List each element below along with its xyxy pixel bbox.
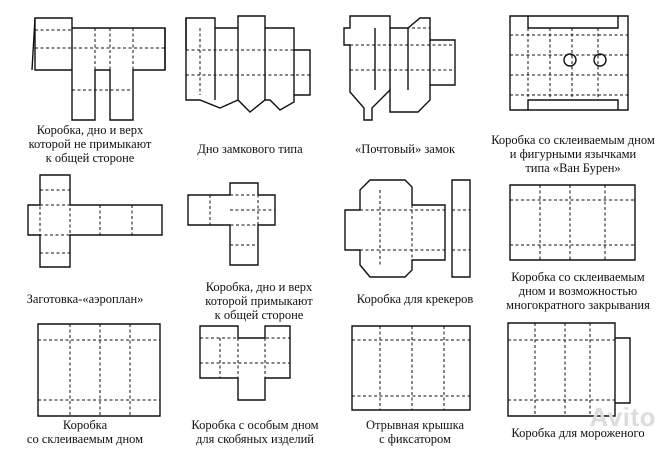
caption: Отрывная крышка с фиксатором: [340, 418, 490, 446]
caption-line: к общей стороне: [214, 308, 304, 322]
box-template-2: Дно замкового типа: [170, 0, 330, 165]
caption-line: к общей стороне: [45, 151, 135, 165]
caption: Коробка для мороженого: [490, 426, 666, 440]
caption-line: Заготовка-«аэроплан»: [26, 292, 144, 306]
caption: «Почтовый» замок: [330, 142, 480, 156]
caption-line: которой примыкают: [205, 294, 313, 308]
diagram-box-4: [509, 15, 629, 111]
caption: Коробка с особым дном для скобяных издел…: [170, 418, 340, 446]
caption: Коробка для крекеров: [340, 292, 490, 306]
caption-line: многократного закрывания: [506, 298, 650, 312]
diagram-box-6: [187, 182, 276, 266]
diagram-box-3: [343, 15, 456, 121]
caption-line: Отрывная крышка: [365, 418, 465, 432]
caption-line: Дно замкового типа: [197, 142, 303, 156]
caption-line: Коробка с особым дном: [191, 418, 319, 432]
caption-line: Коробка, дно и верх: [36, 123, 144, 137]
diagram-box-10: [199, 325, 291, 401]
caption-line: Коробка, дно и верх: [205, 280, 313, 294]
caption-line: Коробка для крекеров: [356, 292, 474, 306]
box-template-8: Коробка со склеиваемым дном и возможност…: [490, 180, 666, 320]
diagram-box-2: [185, 15, 311, 113]
caption-line: Коробка со склеиваемым дном: [491, 133, 655, 147]
caption-line: и фигурными язычками: [509, 147, 637, 161]
box-template-12: Коробка для мороженого: [490, 318, 666, 451]
caption-line: дном и возможностью: [518, 284, 638, 298]
caption-line: с фиксатором: [379, 432, 451, 446]
diagram-box-9: [37, 323, 161, 417]
caption-line: которой не примыкают: [28, 137, 152, 151]
caption: Коробка со склеиваемым дном и фигурными …: [480, 133, 666, 175]
caption-line: со склеиваемым дном: [26, 432, 144, 446]
avito-watermark: Avito: [589, 402, 656, 432]
caption-line: Коробка: [62, 418, 108, 432]
diagram-box-5: [27, 174, 163, 268]
diagram-box-7: [344, 179, 471, 278]
caption: Коробка, дно и верх которой не примыкают…: [10, 123, 170, 165]
box-template-10: Коробка с особым дном для скобяных издел…: [170, 318, 340, 451]
box-template-4: Коробка со склеиваемым дном и фигурными …: [480, 0, 666, 180]
box-template-9: Коробка со склеиваемым дном: [0, 318, 170, 451]
caption-line: Коробка со склеиваемым: [511, 270, 645, 284]
caption: Коробка со склеиваемым дном и возможност…: [490, 270, 666, 312]
diagram-box-12: [507, 322, 631, 417]
diagram-box-1: [31, 17, 166, 121]
caption: Дно замкового типа: [170, 142, 330, 156]
box-template-5: Заготовка-«аэроплан»: [0, 165, 170, 310]
caption-line: «Почтовый» замок: [354, 142, 456, 156]
box-template-1: Коробка, дно и верх которой не примыкают…: [0, 0, 170, 165]
box-template-7: Коробка для крекеров: [340, 165, 490, 315]
caption-line: типа «Ван Бурен»: [525, 161, 621, 175]
box-template-6: Коробка, дно и верх которой примыкают к …: [170, 165, 340, 322]
caption: Заготовка-«аэроплан»: [0, 292, 170, 306]
caption-line: для скобяных изделий: [196, 432, 314, 446]
caption: Коробка, дно и верх которой примыкают к …: [178, 280, 340, 322]
diagram-box-8: [509, 184, 636, 261]
caption: Коробка со склеиваемым дном: [0, 418, 170, 446]
diagram-box-11: [351, 325, 471, 411]
box-template-3: «Почтовый» замок: [330, 0, 480, 165]
box-template-11: Отрывная крышка с фиксатором: [340, 318, 490, 451]
caption-line: Коробка для мороженого: [511, 426, 645, 440]
